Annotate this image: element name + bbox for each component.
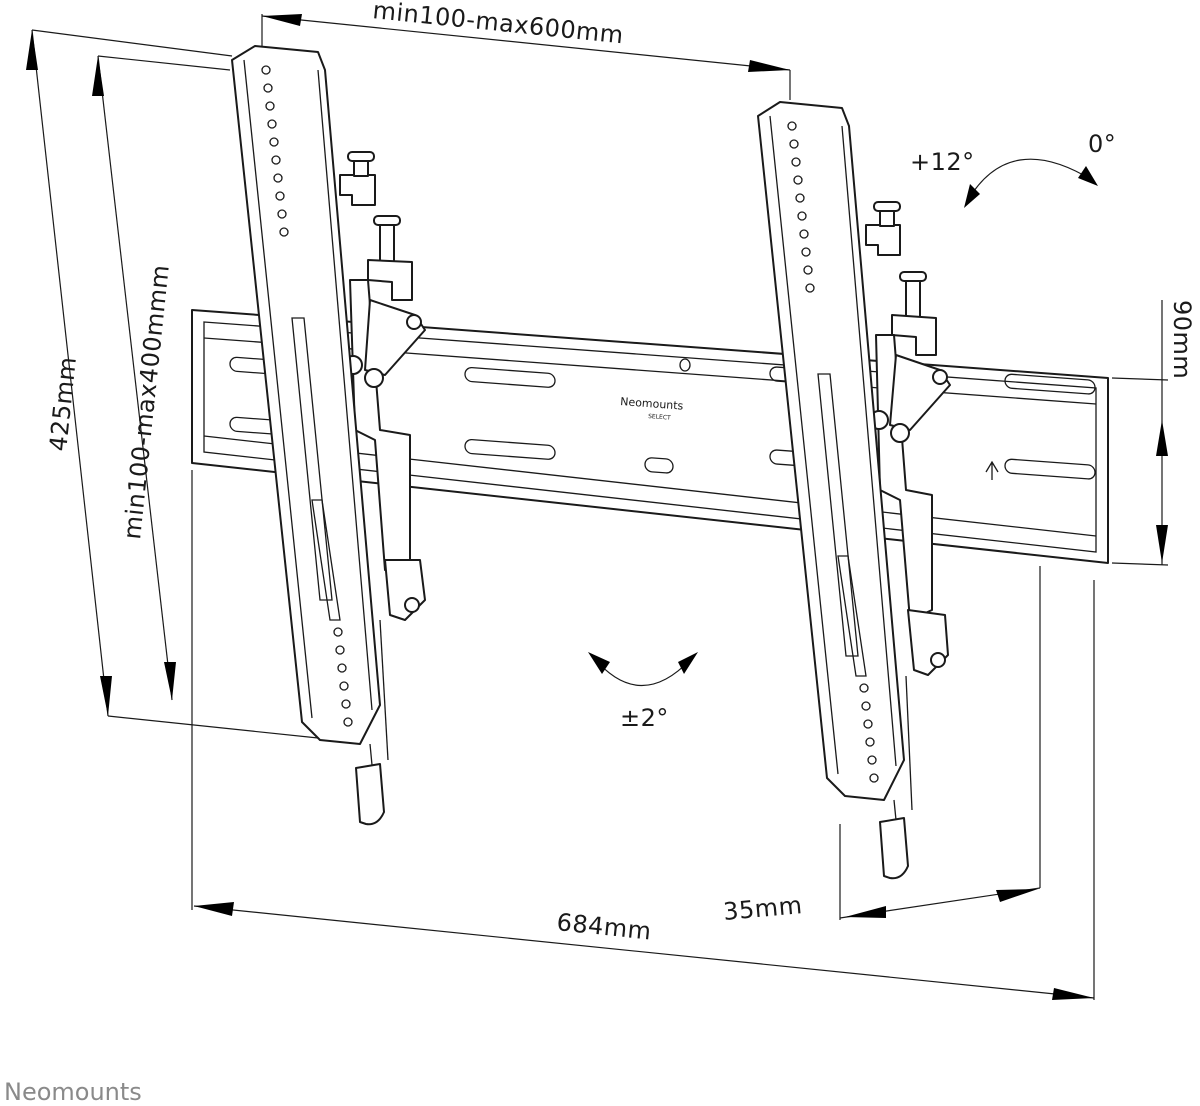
dim-plate-width: 684mm xyxy=(191,470,1095,1000)
plate-logo-sub: SELECT xyxy=(648,413,671,422)
dim-vesa-width-label: min100-max600mm xyxy=(371,0,625,49)
dim-plate-height: 90mm xyxy=(1111,300,1196,566)
plate-logo-brand: Neomounts xyxy=(620,395,684,413)
left-tilt-mechanism xyxy=(339,151,426,761)
dim-wall-offset: 35mm xyxy=(722,566,1041,926)
right-tilt-mechanism xyxy=(865,201,951,811)
tilt-angle-indicator: +12° 0° xyxy=(910,130,1116,208)
left-tilt-bracket xyxy=(231,45,426,826)
level-adjust-label: ±2° xyxy=(620,704,669,732)
dim-height-total: 425mm xyxy=(26,29,319,739)
dim-vesa-width: min100-max600mm xyxy=(261,0,791,100)
footer-brand-logo: Neomounts xyxy=(4,1078,142,1106)
level-adjust-indicator: ±2° xyxy=(588,652,698,732)
right-tilt-bracket xyxy=(757,101,951,880)
dim-wall-offset-label: 35mm xyxy=(722,891,803,926)
left-rail-holes xyxy=(261,65,353,727)
dim-plate-height-label: 90mm xyxy=(1168,300,1196,379)
dim-plate-width-label: 684mm xyxy=(555,908,652,945)
tilt-forward-label: +12° xyxy=(910,148,975,176)
tilt-neutral-label: 0° xyxy=(1088,130,1116,158)
dim-height-total-label: 425mm xyxy=(44,355,82,452)
right-rail-holes xyxy=(787,121,879,783)
